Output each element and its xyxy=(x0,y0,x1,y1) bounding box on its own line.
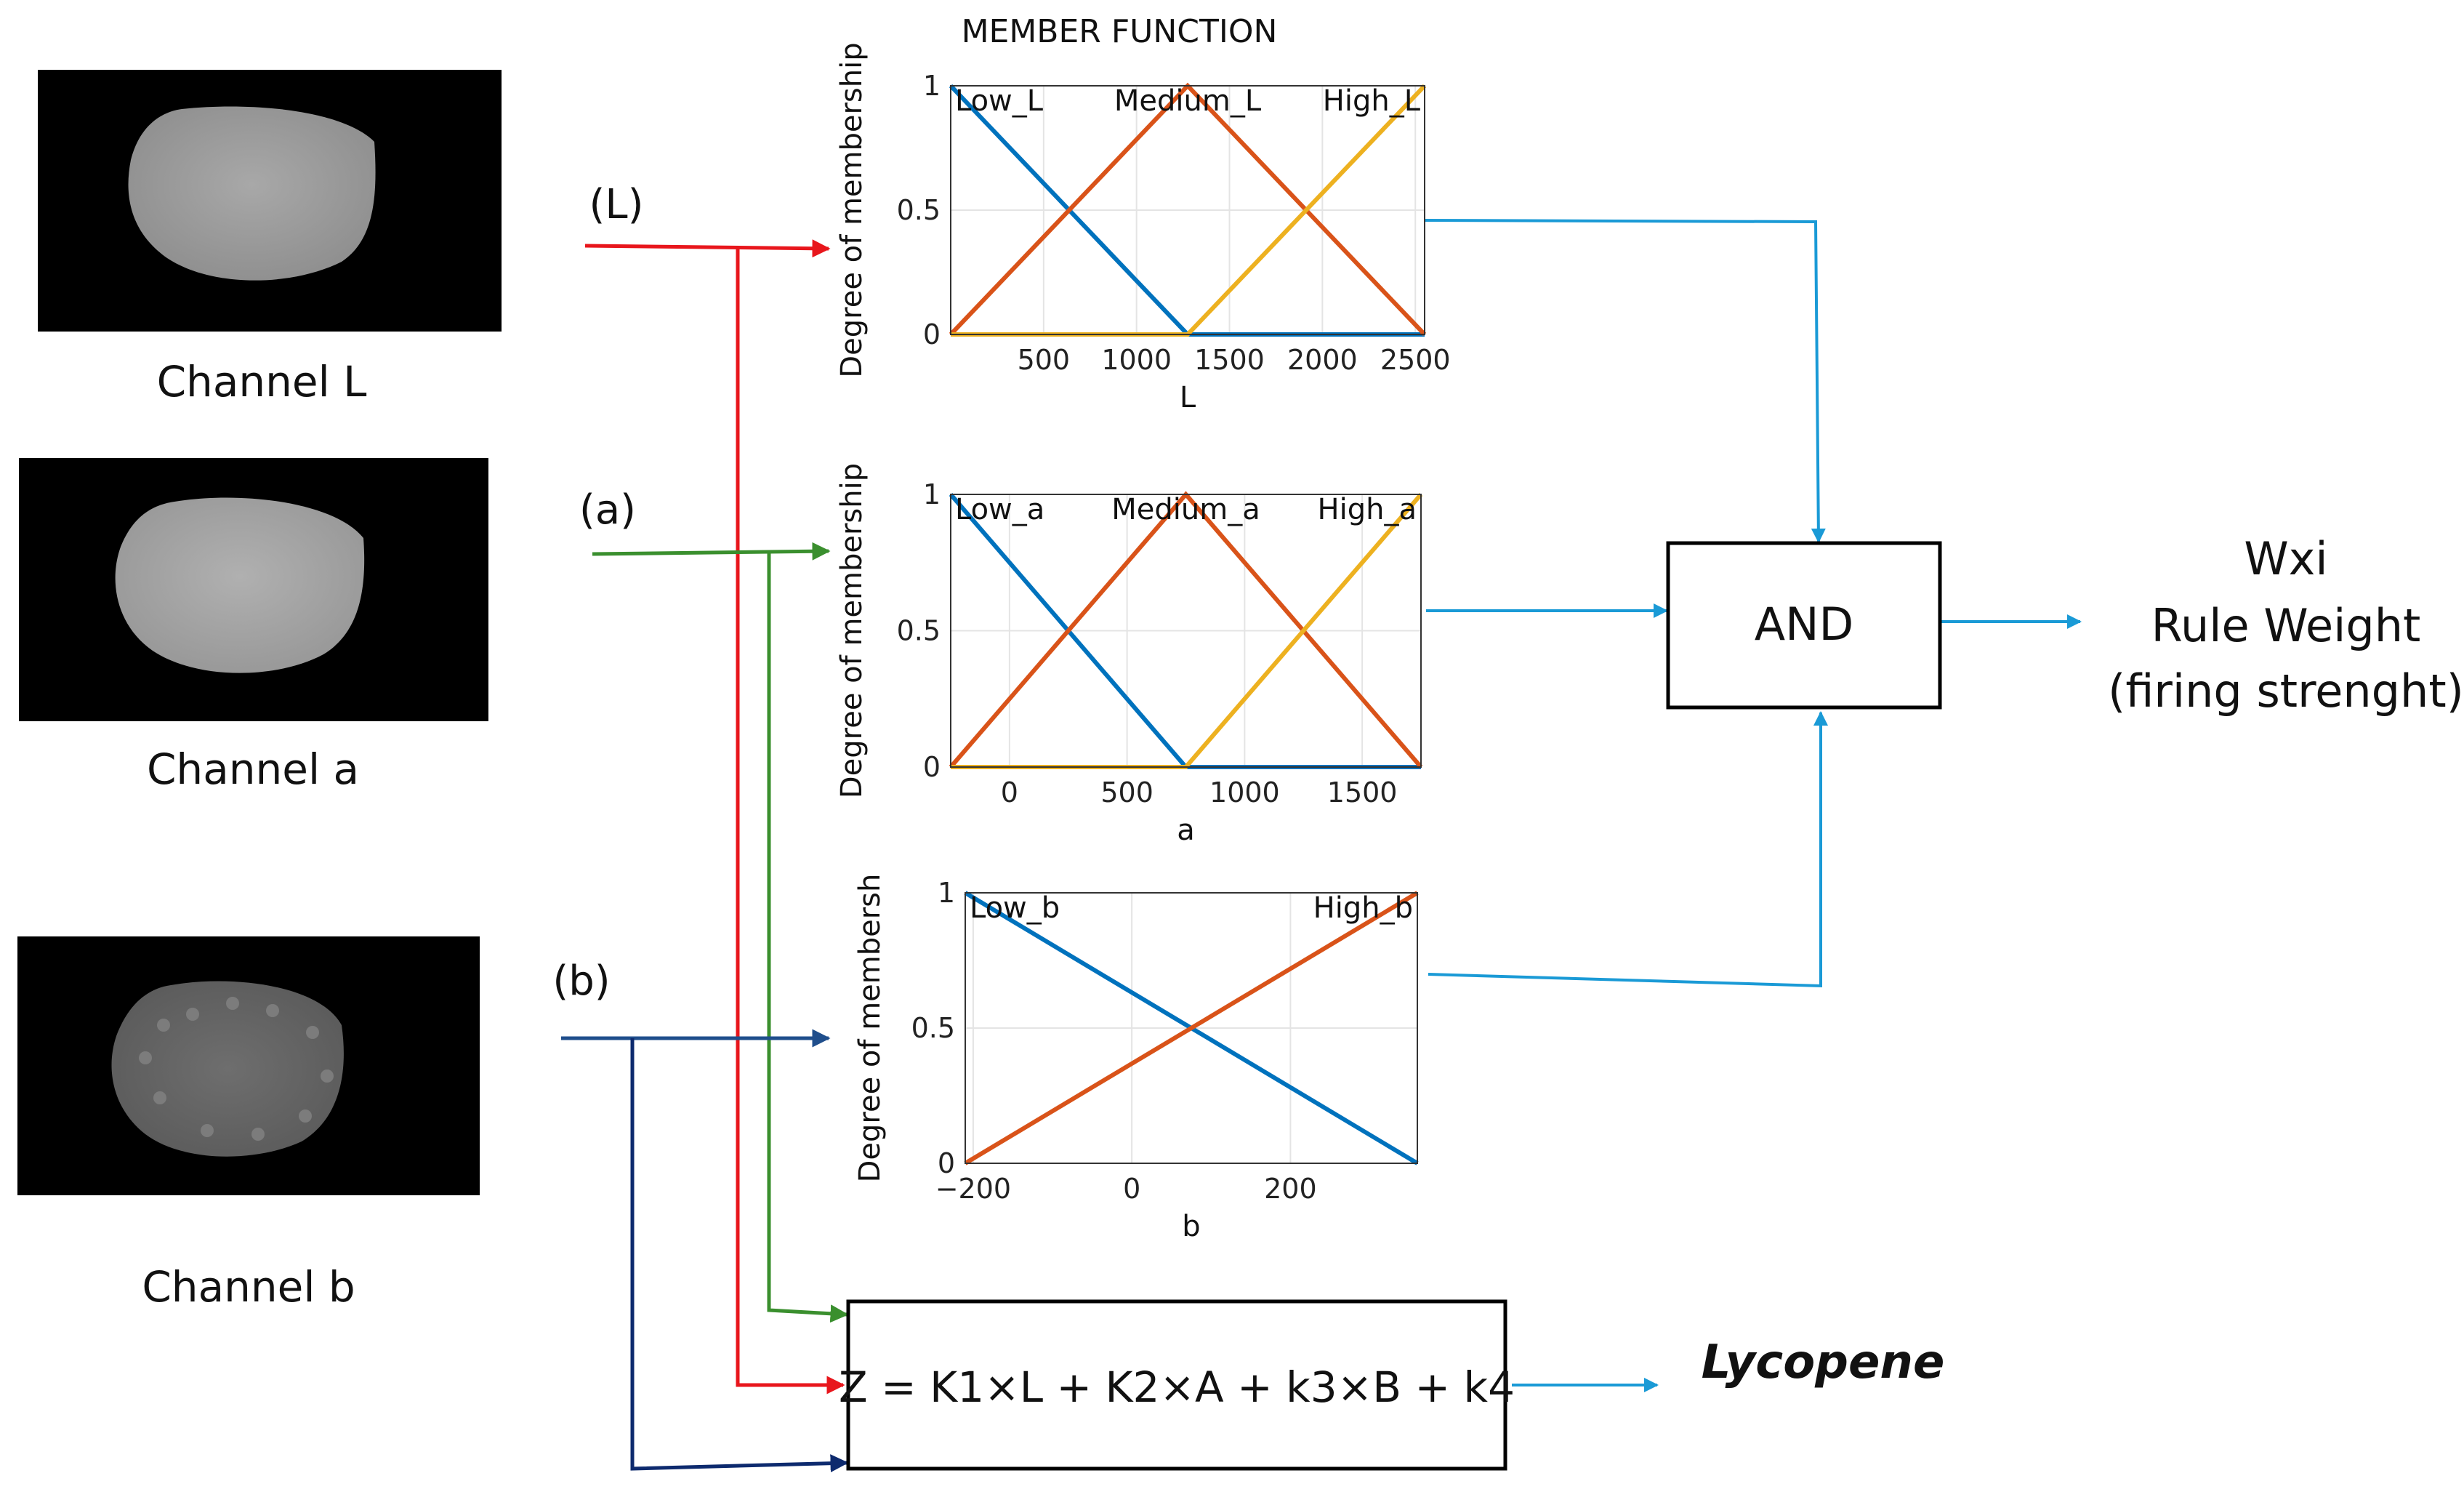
output-line-3: (firing strenght) xyxy=(2108,665,2464,718)
x-tick-label: 1000 xyxy=(1101,344,1172,376)
diagram-title: MEMBER FUNCTION xyxy=(962,13,1278,50)
channel-a-caption: Channel a xyxy=(147,744,359,794)
mf-label: Low_L xyxy=(955,84,1044,118)
y-tick-label: 1 xyxy=(923,478,941,510)
a-connector xyxy=(592,542,849,1323)
x-tick-label: 2000 xyxy=(1287,344,1358,376)
mf-chart-a: Low_a Medium_a High_a 0 0.5 1 0 500 1000 1500 a Deg… xyxy=(835,463,1423,847)
channel-b-image xyxy=(17,936,480,1195)
y-axis-label: Degree of membership xyxy=(835,42,869,377)
and-label: AND xyxy=(1755,598,1854,651)
mf-label: High_b xyxy=(1313,891,1413,925)
x-tick-label: 0 xyxy=(1001,776,1018,808)
y-axis-label: Degree of membership xyxy=(835,463,869,798)
equation-text: Z = K1×L + K2×A + k3×B + k4 xyxy=(839,1362,1515,1412)
mf-label: Low_b xyxy=(970,891,1060,925)
output-line-2: Rule Weight xyxy=(2151,599,2421,652)
plot-frame xyxy=(965,892,1418,1164)
y-tick-label: 1 xyxy=(923,70,941,102)
channel-a-image xyxy=(19,458,488,721)
x-axis-label: L xyxy=(1180,381,1196,414)
x-tick-label: 1000 xyxy=(1209,776,1280,808)
b-connector xyxy=(561,1029,849,1473)
x-tick-label: 1500 xyxy=(1194,344,1265,376)
plot-frame xyxy=(950,85,1425,335)
input-label-a: (a) xyxy=(579,486,636,534)
series-line-high-b xyxy=(964,891,1419,1165)
result-label: Lycopene xyxy=(1702,1336,1945,1389)
and-box xyxy=(1666,541,1942,710)
input-label-l: (L) xyxy=(589,181,644,228)
plot-frame xyxy=(950,494,1422,768)
channel-l-image xyxy=(38,70,502,332)
mf-label: High_L xyxy=(1323,84,1421,118)
l-connector xyxy=(584,239,845,1394)
y-tick-label: 0 xyxy=(938,1147,955,1179)
x-tick-label: 2500 xyxy=(1380,344,1451,376)
mf-output-connectors xyxy=(1424,219,2082,1392)
x-tick-label: −200 xyxy=(935,1173,1011,1205)
x-axis-label: b xyxy=(1182,1210,1200,1243)
channel-b-caption: Channel b xyxy=(142,1262,355,1312)
mf-label: High_a xyxy=(1318,493,1417,526)
y-tick-label: 0 xyxy=(923,751,941,783)
y-tick-label: 1 xyxy=(938,877,955,909)
mf-label: Medium_L xyxy=(1114,84,1262,118)
mf-label: Medium_a xyxy=(1111,493,1260,526)
x-axis-label: a xyxy=(1177,814,1195,847)
input-label-b: (b) xyxy=(552,958,610,1005)
x-tick-label: 200 xyxy=(1264,1173,1317,1205)
equation-box xyxy=(846,1299,1507,1471)
mf-label: Low_a xyxy=(955,493,1044,526)
y-tick-label: 0.5 xyxy=(897,615,941,647)
x-tick-label: 0 xyxy=(1123,1173,1140,1205)
y-tick-label: 0 xyxy=(923,318,941,350)
y-axis-label: Degree of membersh xyxy=(853,874,887,1183)
y-tick-label: 0.5 xyxy=(911,1012,955,1044)
y-tick-label: 0.5 xyxy=(897,194,941,226)
channel-l-caption: Channel L xyxy=(157,357,367,406)
x-tick-label: 1500 xyxy=(1327,776,1398,808)
x-tick-label: 500 xyxy=(1018,344,1071,376)
output-line-1: Wxi xyxy=(2244,532,2327,585)
x-tick-label: 500 xyxy=(1100,776,1154,808)
